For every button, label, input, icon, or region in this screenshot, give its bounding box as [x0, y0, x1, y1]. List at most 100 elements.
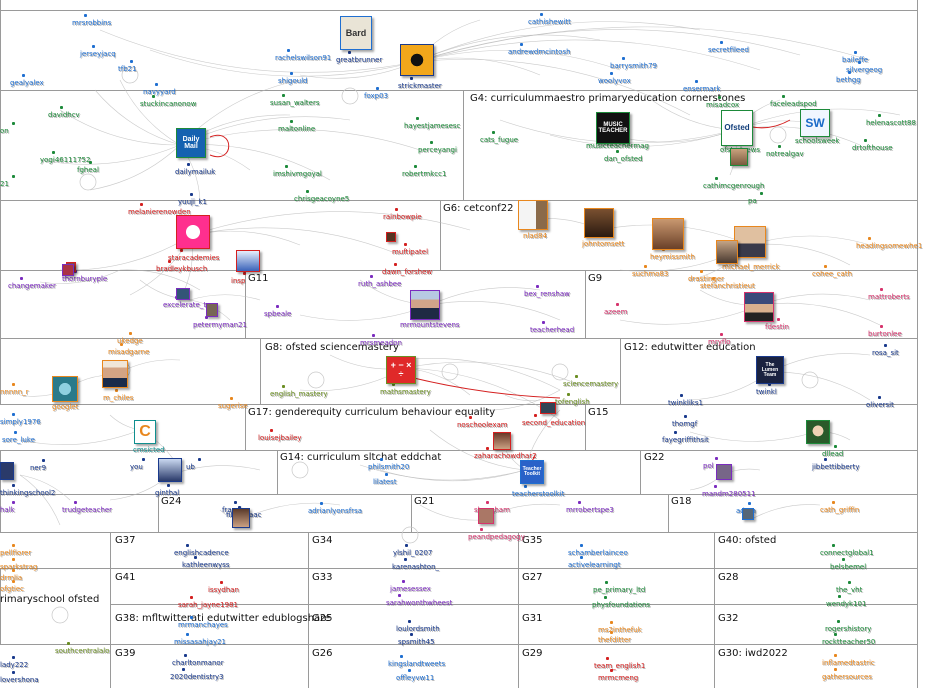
node-vertex[interactable]	[832, 501, 835, 504]
node-vertex[interactable]	[276, 305, 279, 308]
node-vertex[interactable]	[720, 333, 723, 336]
node-label-johntomsett[interactable]: johntomsett	[582, 240, 624, 248]
node-label-teacherhead[interactable]: teacherhead	[530, 326, 574, 334]
thornburyple-inner[interactable]	[62, 264, 74, 276]
node-label-on[interactable]: on	[0, 127, 9, 135]
node-label-sciencemastery[interactable]: sciencemastery	[563, 380, 618, 388]
node-vertex[interactable]	[578, 501, 581, 504]
node-label-n21[interactable]: 21	[0, 180, 9, 188]
node-label-english_mastery[interactable]: english_mastery	[270, 390, 328, 398]
node-label-woolyvox[interactable]: woolyvox	[598, 77, 631, 85]
node-vertex[interactable]	[580, 544, 583, 547]
node-vertex[interactable]	[848, 581, 851, 584]
node-vertex[interactable]	[575, 375, 578, 378]
node-vertex[interactable]	[370, 275, 373, 278]
node-label-lm2[interactable]: sparkstrag	[0, 563, 37, 571]
node-vertex[interactable]	[186, 544, 189, 547]
node-vertex[interactable]	[168, 260, 171, 263]
node-label-mrmountstevens[interactable]: mrmountstevens	[400, 321, 460, 329]
musicteachermag-avatar[interactable]: MUSIC TEACHER	[596, 112, 630, 144]
node-label-mathsmastery[interactable]: mathsmastery	[380, 388, 431, 396]
node-vertex[interactable]	[12, 413, 15, 416]
dllead-avatar[interactable]	[806, 420, 830, 444]
node-vertex[interactable]	[712, 277, 715, 280]
petermyman21-avatar[interactable]	[206, 303, 218, 317]
node-label-nlad84[interactable]: nlad84	[523, 232, 547, 240]
node-label-trudgeteacher[interactable]: trudgeteacher	[62, 506, 112, 514]
node-vertex[interactable]	[12, 671, 15, 674]
node-label-bex_renshaw[interactable]: bex_renshaw	[524, 290, 570, 298]
node-vertex[interactable]	[416, 117, 419, 120]
node-label-fayegriffithsit[interactable]: fayegriffithsit	[662, 436, 709, 444]
node-vertex[interactable]	[404, 558, 407, 561]
node-vertex[interactable]	[155, 83, 158, 86]
node-label-lm1[interactable]: pellfiorer	[0, 549, 31, 557]
node-vertex[interactable]	[167, 484, 170, 487]
second-education-avatar[interactable]	[540, 402, 556, 414]
node-vertex[interactable]	[616, 303, 619, 306]
node-vertex[interactable]	[604, 596, 607, 599]
node-label-lilatest[interactable]: lilatest	[373, 478, 397, 486]
node-vertex[interactable]	[187, 163, 190, 166]
node-label-dailymailuk[interactable]: dailymailuk	[175, 168, 215, 176]
node-label-englishcadence[interactable]: englishcadence	[174, 549, 229, 557]
node-vertex[interactable]	[824, 458, 827, 461]
node-vertex[interactable]	[243, 272, 246, 275]
node-label-robertmkcc1[interactable]: robertmkcc1	[402, 170, 446, 178]
node-vertex[interactable]	[402, 580, 405, 583]
node-label-ms2inthefuk[interactable]: ms2inthefuk	[598, 626, 642, 634]
node-vertex[interactable]	[700, 270, 703, 273]
node-vertex[interactable]	[534, 414, 537, 417]
node-vertex[interactable]	[834, 445, 837, 448]
node-vertex[interactable]	[868, 237, 871, 240]
node-label-bradleykbusch[interactable]: bradleykbusch	[156, 265, 207, 273]
node-label-halk[interactable]: halk	[0, 506, 15, 514]
node-vertex[interactable]	[12, 656, 15, 659]
node-label-susan_walters[interactable]: susan_walters	[270, 99, 320, 107]
node-vertex[interactable]	[285, 165, 288, 168]
node-vertex[interactable]	[864, 139, 867, 142]
heymissmith-avatar[interactable]	[652, 218, 684, 250]
node-label-2020dentistry3[interactable]: 2020dentistry3	[170, 673, 224, 681]
node-label-secretfileed[interactable]: secretfileed	[708, 46, 749, 54]
greatbrunner-avatar[interactable]: Bard	[340, 16, 372, 50]
cmsicted-avatar[interactable]: C	[134, 420, 156, 444]
node-label-jibbettibberty[interactable]: jibbettibberty	[812, 463, 859, 471]
node-vertex[interactable]	[385, 473, 388, 476]
node-vertex[interactable]	[372, 334, 375, 337]
node-vertex[interactable]	[832, 544, 835, 547]
node-label-fgheal[interactable]: fgheal	[77, 166, 99, 174]
node-vertex[interactable]	[12, 122, 15, 125]
ofstednews-avatar[interactable]: Ofsted	[721, 110, 753, 146]
node-label-cmsicted[interactable]: cmsicted	[133, 446, 165, 454]
node-label-perceyangi[interactable]: perceyangi	[418, 146, 457, 154]
node-label-thefditter[interactable]: thefditter	[598, 636, 631, 644]
node-vertex[interactable]	[880, 325, 883, 328]
node-vertex[interactable]	[848, 71, 851, 74]
node-vertex[interactable]	[838, 595, 841, 598]
johntomsett-avatar[interactable]	[584, 208, 614, 238]
node-label-twinkliks1[interactable]: twinkliks1	[668, 399, 703, 407]
node-label-team_english1[interactable]: team_english1	[594, 662, 645, 670]
node-vertex[interactable]	[130, 60, 133, 63]
fdestin-avatar[interactable]	[744, 292, 774, 322]
node-vertex[interactable]	[837, 620, 840, 623]
node-label-thomgf[interactable]: thomgf	[672, 420, 697, 428]
node-label-belsbemel[interactable]: belsbemel	[830, 563, 866, 571]
node-vertex[interactable]	[12, 484, 15, 487]
node-label-barrysmith79[interactable]: barrysmith79	[610, 62, 657, 70]
node-vertex[interactable]	[184, 654, 187, 657]
node-vertex[interactable]	[186, 633, 189, 636]
node-vertex[interactable]	[190, 616, 193, 619]
node-vertex[interactable]	[12, 580, 15, 583]
node-vertex[interactable]	[234, 501, 237, 504]
node-label-cathishewitt[interactable]: cathishewitt	[528, 18, 571, 26]
node-vertex[interactable]	[492, 131, 495, 134]
thinkingschool-avatar[interactable]	[0, 462, 14, 480]
m-chiles-avatar[interactable]	[102, 360, 128, 388]
mrmountstevens-avatar[interactable]	[410, 290, 440, 320]
node-label-philsmith20[interactable]: philsmith20	[368, 463, 409, 471]
node-label-pa[interactable]: pa	[748, 197, 757, 205]
node-label-sore_luke[interactable]: sore_luke	[2, 436, 35, 444]
node-vertex[interactable]	[610, 72, 613, 75]
